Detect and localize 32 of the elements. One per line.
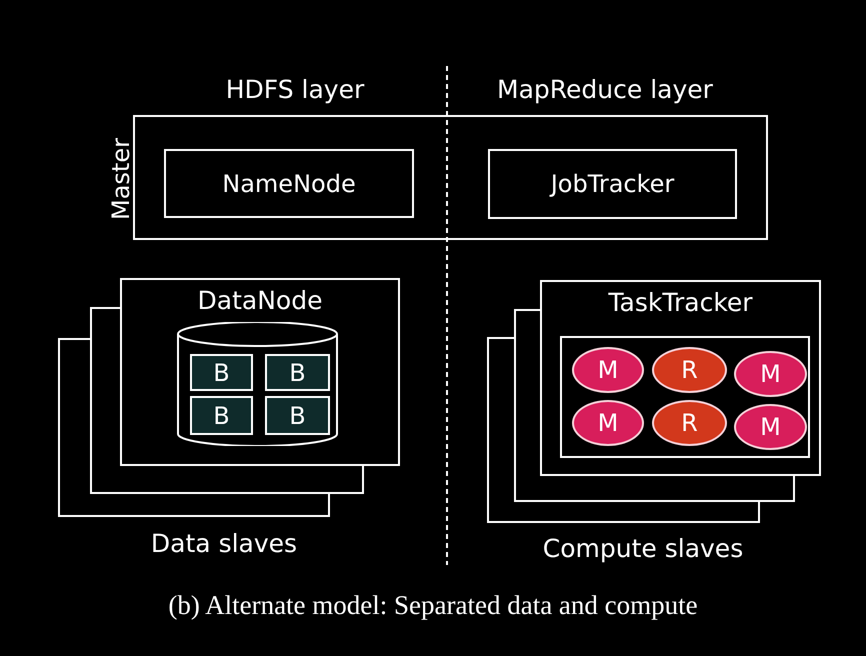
- node-letter: B: [212, 400, 231, 430]
- task-ellipse: [734, 351, 807, 397]
- node-letter: M: [596, 408, 620, 438]
- component-name: JobTracker: [548, 169, 676, 199]
- component-box: [488, 149, 737, 219]
- node-letter: M: [759, 359, 782, 389]
- block-box: [265, 354, 330, 391]
- node-letter: B: [288, 400, 307, 430]
- node-letter: B: [288, 358, 307, 388]
- component-name: NameNode: [221, 168, 357, 198]
- node-letter: R: [680, 408, 699, 438]
- storage-cylinder: [177, 322, 338, 446]
- block-box: [190, 354, 253, 391]
- group-label: Compute slaves: [542, 534, 744, 563]
- node-letter: R: [680, 355, 699, 385]
- node-letter: B: [212, 358, 231, 388]
- figure-caption: (b) Alternate model: Separated data and compute: [167, 590, 699, 621]
- block-box: [190, 396, 253, 435]
- node-title: DataNode: [196, 286, 324, 315]
- layer-label: MapReduce layer: [497, 75, 713, 104]
- block-box: [265, 396, 330, 435]
- layer-label: HDFS layer: [226, 75, 364, 104]
- node-letter: M: [596, 355, 620, 385]
- node-letter: M: [759, 412, 782, 442]
- group-label: Data slaves: [150, 529, 298, 558]
- node-title: TaskTracker: [607, 288, 754, 317]
- row-label: Master: [107, 140, 135, 220]
- component-box: [164, 149, 414, 218]
- node-box: [120, 278, 400, 466]
- task-ellipse: [734, 404, 807, 450]
- stacked-node-outline: [58, 338, 330, 517]
- stacked-node-outline: [487, 337, 760, 523]
